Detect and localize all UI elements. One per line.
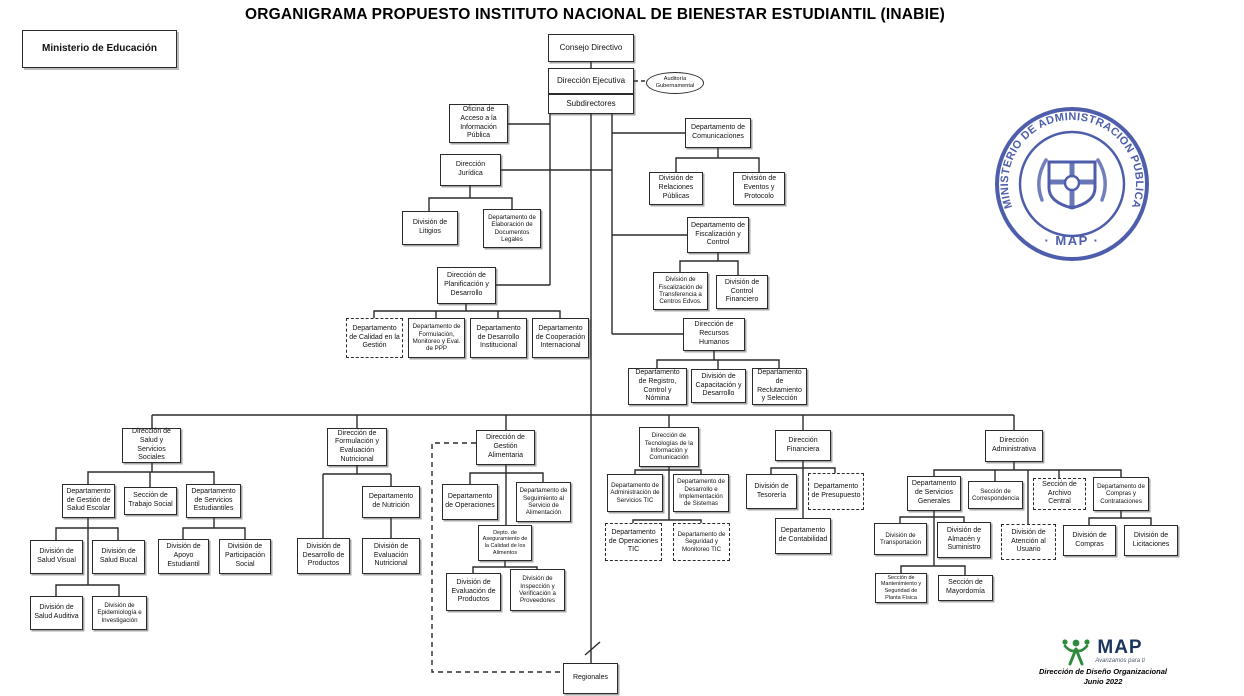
org-node-depto-desarrollo-institucional: Departamento de Desarrollo Institucional: [470, 318, 527, 358]
page-title: ORGANIGRAMA PROPUESTO INSTITUTO NACIONAL…: [245, 6, 945, 23]
org-node-seccion-correspondencia: Sección de Correspondencia: [968, 481, 1023, 509]
org-node-division-apoyo-estudiantil: División de Apoyo Estudiantil: [158, 539, 209, 574]
org-node-division-salud-bucal: División de Salud Bucal: [92, 540, 145, 574]
org-node-division-fiscalizacion-transferencia: División de Fiscalización de Transferenc…: [653, 272, 708, 310]
org-node-division-almacen-suministro: División de Almacén y Suministro: [937, 522, 991, 558]
seal-text-bottom: · MAP ·: [1044, 233, 1099, 248]
org-node-subdirectores: Subdirectores: [548, 94, 634, 114]
org-node-seccion-archivo-central: Sección de Archivo Central: [1033, 478, 1086, 510]
org-node-depto-aseguramiento-calidad: Depto. de Aseguramiento de la Calidad de…: [478, 525, 532, 561]
org-node-seccion-trabajo-social: Sección de Trabajo Social: [124, 487, 177, 515]
org-node-depto-operaciones: Departamento de Operaciones: [442, 484, 498, 520]
org-node-depto-comunicaciones: Departamento de Comunicaciones: [685, 118, 751, 148]
credit-line-1: Dirección de Diseño Organizacional: [1039, 667, 1167, 676]
org-node-depto-gestion-salud-escolar: Departamento de Gestión de Salud Escolar: [62, 484, 115, 518]
org-node-division-desarrollo-productos: División de Desarrollo de Productos: [297, 538, 350, 574]
map-logo-wordmark: MAP: [1097, 637, 1143, 658]
credit-line-2: Junio 2022: [1083, 676, 1123, 686]
org-node-auditoria-gubernamental: Auditoría Gubernamental: [646, 72, 704, 94]
map-logo-tagline: Avanzamos para ti: [1095, 658, 1145, 664]
map-seal-stamp: MINISTERIO DE ADMINISTRACIÓN PÚBLICA · M…: [995, 107, 1149, 261]
org-node-division-eventos-protocolo: División de Eventos y Protocolo: [733, 172, 785, 205]
org-node-depto-registro-control-nomina: Departamento de Registro, Control y Nómi…: [628, 368, 687, 405]
org-node-direccion-salud-servicios: Dirección de Salud y Servicios Sociales: [122, 428, 181, 463]
org-node-depto-reclutamiento-seleccion: Departamento de Reclutamiento y Selecció…: [752, 368, 807, 405]
org-node-division-control-financiero: División de Control Financiero: [716, 275, 768, 309]
org-node-seccion-mayordomia: Sección de Mayordomía: [938, 575, 993, 601]
org-node-depto-seguridad-monitoreo-tic: Departamento de Seguridad y Monitoreo TI…: [673, 523, 730, 561]
org-node-division-evaluacion-productos: División de Evaluación de Productos: [446, 573, 501, 611]
org-node-oficina-acceso-informacion: Oficina de Acceso a la Información Públi…: [449, 104, 508, 143]
org-node-division-litigios: División de Litigios: [402, 211, 458, 245]
org-node-division-participacion-social: División de Participación Social: [219, 539, 271, 574]
org-node-division-salud-visual: División de Salud Visual: [30, 540, 83, 574]
map-logo-icon: [1062, 639, 1090, 666]
org-node-direccion-formulacion-nutricional: Dirección de Formulación y Evaluación Nu…: [327, 428, 387, 466]
org-node-depto-seguimiento-alimentacion: Departamento de Seguimiento al Servicio …: [516, 482, 571, 522]
org-node-depto-calidad-gestion: Departamento de Calidad en la Gestión: [346, 318, 403, 358]
org-node-depto-servicios-estudiantiles: Departamento de Servicios Estudiantiles: [186, 484, 241, 518]
org-node-division-relaciones-publicas: División de Relaciones Públicas: [649, 172, 703, 205]
org-node-division-salud-auditiva: División de Salud Auditiva: [30, 596, 83, 630]
org-node-division-atencion-usuario: División de Atención al Usuario: [1001, 524, 1056, 560]
org-node-direccion-administrativa: Dirección Administrativa: [985, 430, 1043, 462]
footer-credits: MAP Avanzamos para ti Dirección de Diseñ…: [1008, 638, 1198, 687]
org-node-division-inspeccion-proveedores: División de Inspección y Verificación a …: [510, 569, 565, 611]
org-node-direccion-ejecutiva: Dirección Ejecutiva: [548, 68, 634, 94]
org-node-direccion-gestion-alimentaria: Dirección de Gestión Alimentaria: [476, 430, 535, 465]
org-node-division-licitaciones: División de Licitaciones: [1124, 525, 1178, 556]
org-node-division-transportacion: División de Transportación: [874, 523, 927, 555]
org-node-depto-formulacion-monitoreo: Departamento de Formulación, Monitoreo y…: [408, 318, 465, 358]
org-node-consejo-directivo: Consejo Directivo: [548, 34, 634, 62]
org-node-depto-administracion-servicios-tic: Departamento de Administración de Servic…: [607, 474, 663, 512]
org-node-division-tesoreria: División de Tesorería: [746, 474, 797, 509]
org-node-depto-contabilidad: Departamento de Contabilidad: [775, 518, 831, 554]
org-node-depto-elaboracion-documentos: Departamento de Elaboración de Documento…: [483, 209, 541, 248]
org-node-ministerio-educacion: Ministerio de Educación: [22, 30, 177, 68]
org-node-division-capacitacion-desarrollo: División de Capacitación y Desarrollo: [691, 369, 746, 403]
org-node-depto-operaciones-tic: Departamento de Operaciones TIC: [605, 523, 662, 561]
org-node-regionales: Regionales: [563, 663, 618, 694]
org-node-direccion-recursos-humanos: Dirección de Recursos Humanos: [683, 318, 745, 351]
org-node-direccion-juridica: Dirección Jurídica: [440, 154, 501, 186]
org-node-division-compras: División de Compras: [1063, 525, 1116, 556]
org-node-depto-servicios-generales: Departamento de Servicios Generales: [907, 476, 961, 511]
org-node-direccion-financiera: Dirección Financiera: [775, 430, 831, 461]
org-node-direccion-tic: Dirección de Tecnologías de la Informaci…: [639, 427, 699, 467]
org-node-depto-nutricion: Departamento de Nutrición: [362, 486, 420, 518]
org-node-depto-presupuesto: Departamento de Presupuesto: [808, 473, 864, 510]
org-node-division-evaluacion-nutricional: División de Evaluación Nutricional: [362, 538, 420, 574]
seal-coat-of-arms-icon: [1037, 158, 1107, 210]
org-node-depto-compras-contrataciones: Departamento de Compras y Contrataciones: [1093, 477, 1149, 511]
org-node-depto-fiscalizacion-control: Departamento de Fiscalización y Control: [687, 217, 749, 253]
org-node-depto-desarrollo-sistemas: Departamento de Desarrollo e Implementac…: [673, 474, 729, 512]
org-node-seccion-mantenimiento: Sección de Mantenimiento y Seguridad de …: [875, 573, 927, 603]
org-node-depto-cooperacion-internacional: Departamento de Cooperación Internaciona…: [532, 318, 589, 358]
org-node-direccion-planificacion: Dirección de Planificación y Desarrollo: [437, 267, 496, 304]
org-node-division-epidemiologia: División de Epidemiología e Investigació…: [92, 596, 147, 630]
